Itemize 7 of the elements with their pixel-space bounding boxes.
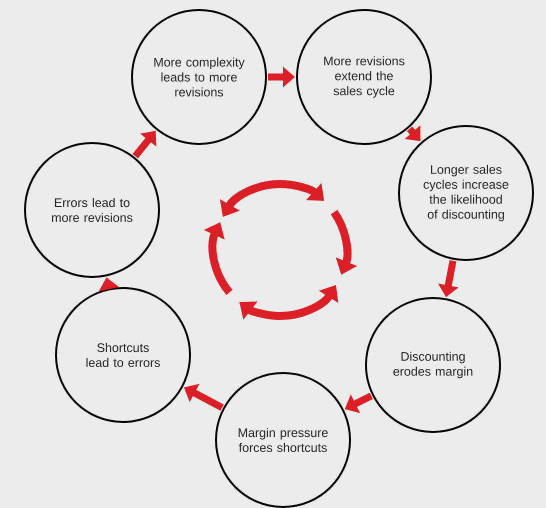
circle-node: Margin pressure forces shortcuts: [215, 372, 351, 508]
circle-node: Errors lead to more revisions: [24, 142, 160, 278]
circle-node: Discounting erodes margin: [365, 297, 501, 433]
circle-node: More revisions extend the sales cycle: [296, 9, 432, 145]
circle-node: Shortcuts lead to errors: [55, 287, 191, 423]
circle-node: More complexity leads to more revisions: [131, 9, 267, 145]
circle-node: Longer sales cycles increase the likelihood of discounting: [398, 125, 534, 261]
